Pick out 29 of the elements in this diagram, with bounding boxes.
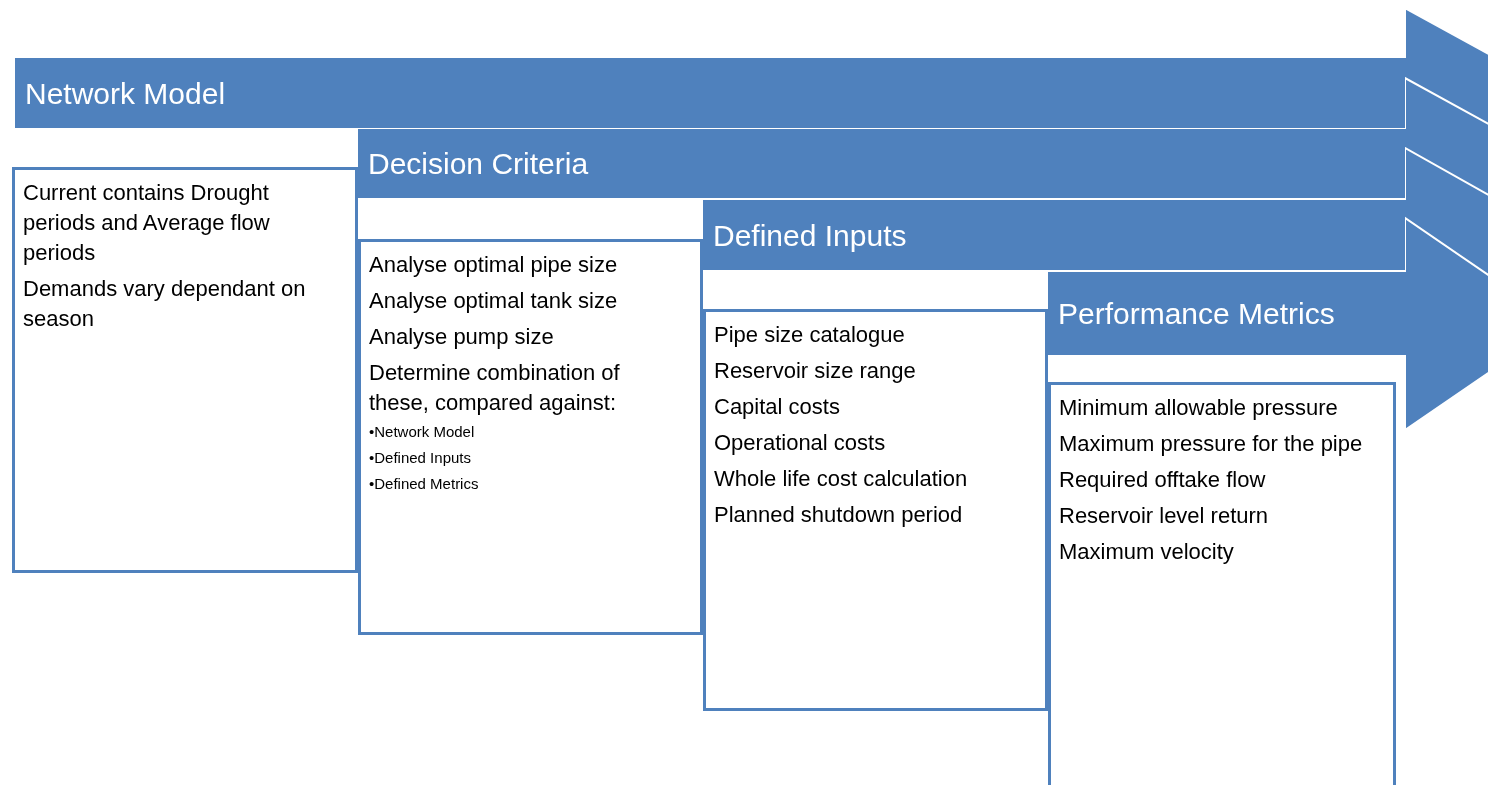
list-item: Analyse optimal pipe size bbox=[369, 251, 619, 279]
list-item: Pipe size catalogue bbox=[714, 321, 906, 349]
list-item: Maximum velocity bbox=[1059, 538, 1235, 566]
stage-heading: Defined Inputs bbox=[713, 217, 907, 254]
stage-heading: Decision Criteria bbox=[368, 146, 589, 182]
list-item: Planned shutdown period bbox=[714, 501, 964, 529]
stage-heading: Network Model bbox=[25, 75, 226, 112]
list-item: Whole life cost calculation bbox=[714, 465, 969, 493]
list-item: Demands vary dependant on season bbox=[23, 275, 307, 333]
list-item: Minimum allowable pressure bbox=[1059, 394, 1339, 422]
list-item: Analyse pump size bbox=[369, 323, 555, 351]
list-item: Operational costs bbox=[714, 429, 887, 457]
content-box bbox=[358, 239, 703, 635]
sub-bullet: •Defined Metrics bbox=[369, 474, 480, 494]
list-item: Determine combination of these, compared against: bbox=[369, 359, 621, 417]
sub-bullet: •Defined Inputs bbox=[369, 448, 472, 468]
sub-bullet: •Network Model bbox=[369, 422, 476, 442]
list-item: Current contains Drought periods and Average flow periods bbox=[23, 179, 271, 267]
content-box bbox=[1048, 382, 1396, 785]
list-item: Analyse optimal tank size bbox=[369, 287, 619, 315]
list-item: Reservoir size range bbox=[714, 357, 917, 385]
content-box bbox=[703, 309, 1048, 711]
arrow-band bbox=[1048, 272, 1405, 355]
list-item: Reservoir level return bbox=[1059, 502, 1270, 530]
content-box bbox=[12, 167, 358, 573]
list-item: Required offtake flow bbox=[1059, 466, 1267, 494]
list-item: Capital costs bbox=[714, 393, 841, 421]
list-item: Maximum pressure for the pipe bbox=[1059, 430, 1363, 458]
stage-heading: Performance Metrics bbox=[1058, 296, 1335, 332]
